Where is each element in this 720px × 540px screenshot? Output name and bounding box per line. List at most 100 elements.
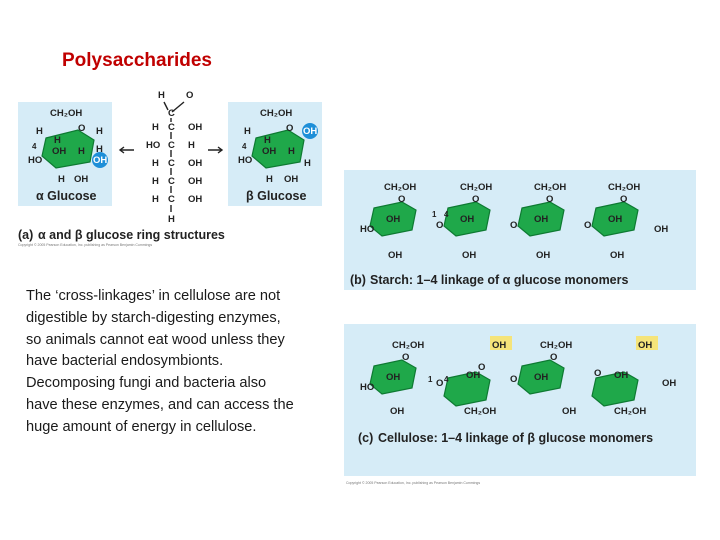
- svg-text:CH₂OH: CH₂OH: [460, 182, 492, 193]
- body-text: The ‘cross-linkages’ in cellulose are no…: [26, 286, 326, 439]
- chain-top-o: O: [186, 90, 193, 101]
- svg-text:C: C: [168, 194, 175, 205]
- cellulose-monomer: OH O OH OH CH₂OH: [591, 336, 676, 417]
- svg-text:OH: OH: [534, 214, 548, 225]
- beta-oh-label: OH: [284, 174, 298, 185]
- chain-row: H C OH: [152, 122, 202, 133]
- svg-text:OH: OH: [466, 370, 480, 381]
- alpha-oh-label: OH: [93, 155, 107, 166]
- beta-h-label: H: [288, 146, 295, 157]
- svg-text:HO: HO: [146, 140, 160, 151]
- svg-text:OH: OH: [654, 224, 668, 235]
- svg-text:OH: OH: [386, 214, 400, 225]
- svg-text:CH₂OH: CH₂OH: [534, 182, 566, 193]
- equilibrium-arrow-left: [118, 146, 134, 154]
- beta-h-label: H: [264, 135, 271, 146]
- svg-text:OH: OH: [188, 176, 202, 187]
- svg-text:O: O: [510, 374, 517, 385]
- chain-row: H C OH: [152, 176, 202, 187]
- svg-text:OH: OH: [638, 340, 652, 351]
- alpha-o-label: O: [78, 123, 85, 134]
- slide-title: Polysaccharides: [62, 50, 212, 71]
- cellulose-monomer: CH₂OH O OH HO OH 1: [360, 340, 433, 417]
- svg-text:CH₂OH: CH₂OH: [540, 340, 572, 351]
- body-line: have these enzymes, and can access the: [26, 396, 294, 413]
- svg-text:O: O: [478, 362, 485, 373]
- svg-text:OH: OH: [536, 250, 550, 261]
- equilibrium-arrow-right: [208, 146, 224, 154]
- alpha-h-label: H: [54, 135, 61, 146]
- svg-text:OH: OH: [608, 214, 622, 225]
- figure-c-caption-letter: (c): [358, 431, 373, 445]
- alpha-oh-highlight: [92, 152, 108, 168]
- chain-row: H C OH: [152, 158, 202, 169]
- alpha-h-label: H: [36, 126, 43, 137]
- svg-text:OH: OH: [492, 340, 506, 351]
- svg-text:1: 1: [428, 375, 433, 384]
- svg-text:O: O: [436, 220, 443, 231]
- body-line: The ‘cross-linkages’ in cellulose are no…: [26, 288, 281, 304]
- body-line: digestible by starch-digesting enzymes,: [26, 309, 281, 326]
- alpha-c4-label: 4: [32, 142, 37, 151]
- figure-a-glucose-ring-structures: CH₂OH O H H 4 H OH H HO H OH H OH α Gluc…: [18, 90, 322, 247]
- linear-glucose-chain: H O C H C OH HO C H H C OH H C OH H C OH: [146, 90, 202, 225]
- alpha-glucose-name: α Glucose: [36, 189, 97, 203]
- figure-b-caption-letter: (b): [350, 273, 366, 287]
- svg-text:H: H: [152, 176, 159, 187]
- starch-monomer: CH₂OH O OH O OH OH: [584, 182, 668, 261]
- body-line: have bacterial endosymbionts.: [26, 353, 224, 370]
- cellulose-monomer: OH O OH O CH₂OH 4: [436, 336, 512, 417]
- svg-text:OH: OH: [188, 122, 202, 133]
- svg-text:OH: OH: [562, 406, 576, 417]
- starch-monomer: CH₂OH O OH O OH 4: [436, 182, 492, 261]
- figure-c-copyright: Copyright © 2005 Pearson Education, Inc.…: [346, 481, 480, 485]
- svg-text:H: H: [152, 194, 159, 205]
- beta-ch2oh-label: CH₂OH: [260, 108, 292, 119]
- chain-row: HO C H: [146, 140, 195, 151]
- svg-text:H: H: [188, 140, 195, 151]
- svg-text:C: C: [168, 122, 175, 133]
- svg-text:CH₂OH: CH₂OH: [464, 406, 496, 417]
- alpha-h-label: H: [96, 126, 103, 137]
- svg-text:CH₂OH: CH₂OH: [392, 340, 424, 351]
- svg-text:OH: OH: [188, 194, 202, 205]
- beta-glucose-ring: [251, 129, 305, 169]
- body-line: huge amount of energy in cellulose.: [26, 418, 257, 435]
- beta-h-label: H: [304, 158, 311, 169]
- beta-ho-label: HO: [238, 155, 252, 166]
- figure-b-starch: CH₂OH O OH HO OH 1 CH₂OH O OH O OH 4 CH₂…: [344, 170, 696, 290]
- alpha-glucose-ring: [41, 129, 95, 169]
- figure-c-caption: Cellulose: 1–4 linkage of β glucose mono…: [378, 431, 653, 445]
- svg-text:HO: HO: [360, 382, 374, 393]
- alpha-ho-label: HO: [28, 155, 42, 166]
- body-line: so animals cannot eat wood unless they: [26, 331, 285, 348]
- alpha-h-label: H: [78, 146, 85, 157]
- svg-text:O: O: [436, 378, 443, 389]
- svg-text:4: 4: [444, 210, 449, 219]
- starch-monomer: CH₂OH O OH O OH: [510, 182, 566, 261]
- cellulose-monomer: CH₂OH O OH O OH: [510, 340, 576, 417]
- svg-text:C: C: [168, 176, 175, 187]
- svg-text:O: O: [402, 352, 409, 363]
- svg-text:OH: OH: [388, 250, 402, 261]
- beta-glucose-name: β Glucose: [246, 189, 306, 203]
- svg-text:C: C: [168, 158, 175, 169]
- figure-c-cellulose: CH₂OH O OH HO OH 1 OH O OH O CH₂OH 4 CH₂…: [344, 324, 696, 485]
- svg-text:OH: OH: [188, 158, 202, 169]
- svg-text:OH: OH: [614, 370, 628, 381]
- svg-text:O: O: [398, 194, 405, 205]
- svg-text:OH: OH: [462, 250, 476, 261]
- svg-text:OH: OH: [534, 372, 548, 383]
- svg-text:4: 4: [444, 375, 449, 384]
- svg-text:OH: OH: [386, 372, 400, 383]
- alpha-oh-label: OH: [52, 146, 66, 157]
- alpha-h-label: H: [96, 144, 103, 155]
- chain-bottom-h: H: [168, 214, 175, 225]
- svg-text:OH: OH: [390, 406, 404, 417]
- beta-oh-label: OH: [262, 146, 276, 157]
- beta-oh-label: OH: [303, 126, 317, 137]
- beta-c4-label: 4: [242, 142, 247, 151]
- svg-text:OH: OH: [662, 378, 676, 389]
- beta-h-label: H: [266, 174, 273, 185]
- chain-row: H C OH: [152, 194, 202, 205]
